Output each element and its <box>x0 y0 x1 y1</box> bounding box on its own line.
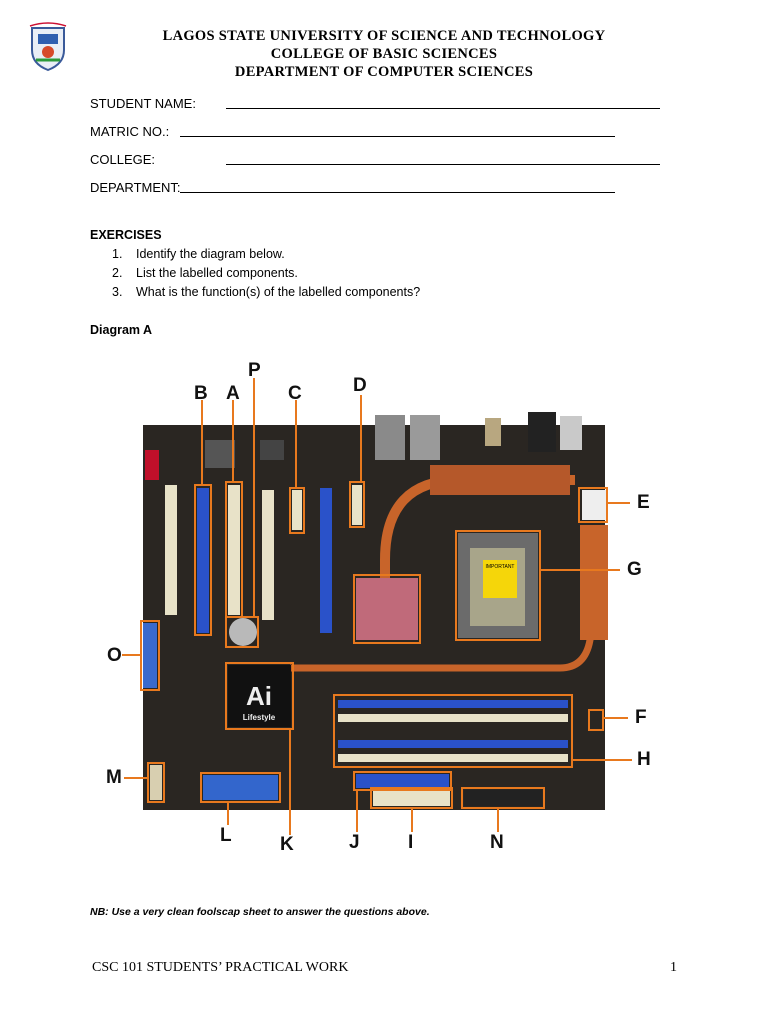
label-e: E <box>637 492 650 513</box>
label-g: G <box>627 559 642 580</box>
exercise-text: What is the function(s) of the labelled … <box>136 285 421 299</box>
student-name-line[interactable] <box>226 108 660 109</box>
label-c: C <box>288 383 302 404</box>
label-i: I <box>408 832 414 853</box>
exercise-item-1: 1. Identify the diagram below. <box>112 247 285 261</box>
college-label: COLLEGE: <box>90 152 156 167</box>
exercise-num: 1. <box>112 247 123 261</box>
label-h: H <box>637 749 651 770</box>
label-d: D <box>353 375 367 396</box>
matric-no-line[interactable] <box>180 136 615 137</box>
label-n: N <box>490 832 504 853</box>
college-name: COLLEGE OF BASIC SCIENCES <box>270 46 498 62</box>
motherboard-diagram: IMPORTANT Ai Lifestyle <box>122 378 632 835</box>
label-a: A <box>226 383 240 404</box>
important-sticker: IMPORTANT <box>486 564 515 570</box>
label-f: F <box>635 707 647 728</box>
label-o: O <box>107 645 122 666</box>
college-line[interactable] <box>226 164 660 165</box>
exercise-num: 3. <box>112 285 123 299</box>
label-j: J <box>349 832 360 853</box>
note-text: NB: Use a very clean foolscap sheet to a… <box>90 906 430 918</box>
student-name-label: STUDENT NAME: <box>90 96 196 111</box>
exercise-item-2: 2. List the labelled components. <box>112 266 298 280</box>
department-label: DEPARTMENT: <box>90 180 181 195</box>
exercise-num: 2. <box>112 266 123 280</box>
ai-logo-text: Ai <box>246 681 272 711</box>
page-number: 1 <box>670 960 677 975</box>
exercise-item-3: 3. What is the function(s) of the labelle… <box>112 285 420 299</box>
university-name: LAGOS STATE UNIVERSITY OF SCIENCE AND TE… <box>162 28 606 44</box>
label-p: P <box>248 360 261 381</box>
department-name: DEPARTMENT OF COMPUTER SCIENCES <box>234 64 534 80</box>
label-b: B <box>194 383 208 404</box>
exercise-text: List the labelled components. <box>136 266 298 280</box>
label-l: L <box>220 825 232 846</box>
department-line[interactable] <box>180 192 615 193</box>
exercise-text: Identify the diagram below. <box>136 247 285 261</box>
label-m: M <box>106 767 122 788</box>
label-k: K <box>280 834 294 855</box>
exercises-title: EXERCISES <box>90 228 162 242</box>
diagram-title: Diagram A <box>90 323 153 337</box>
lifestyle-text: Lifestyle <box>243 713 276 722</box>
university-logo <box>26 22 70 72</box>
matric-no-label: MATRIC NO.: <box>90 124 170 139</box>
footer-title: CSC 101 STUDENTS’ PRACTICAL WORK <box>92 960 349 975</box>
